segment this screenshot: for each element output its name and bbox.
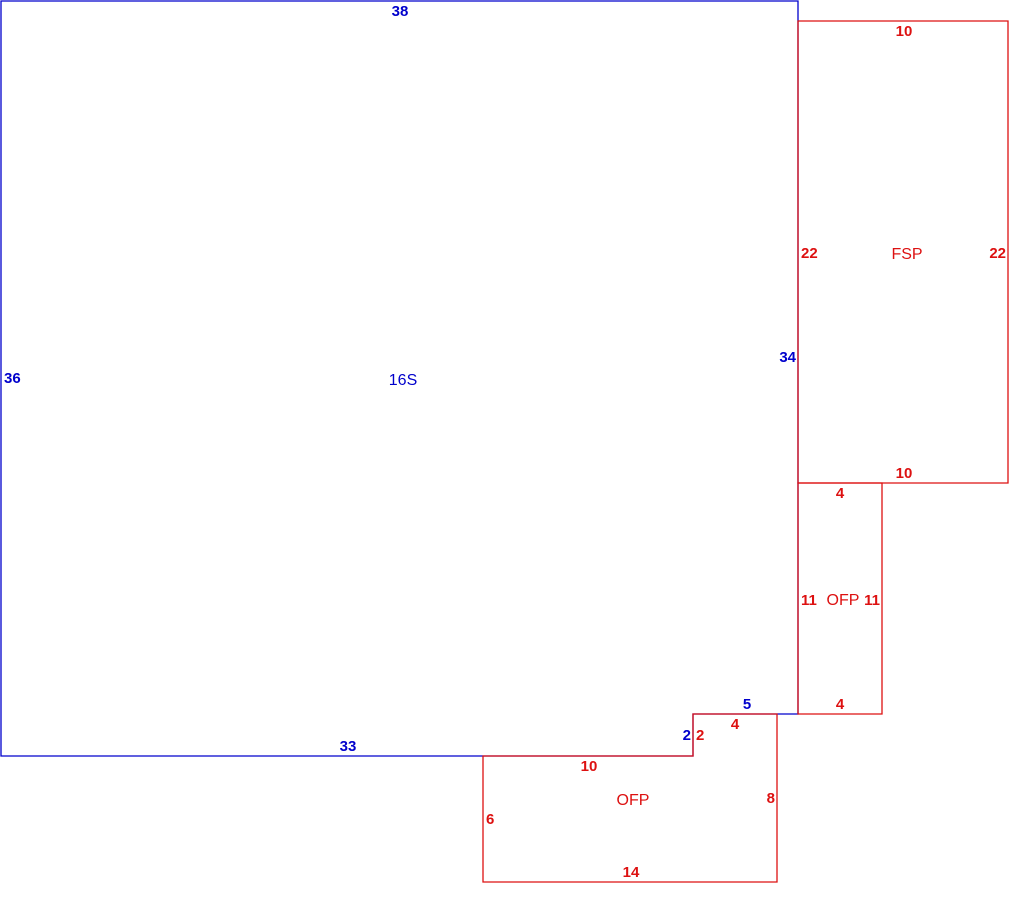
fsp-left-dimension: 22 [801,245,818,262]
ofp-lower-notch-vertical-dimension: 2 [696,727,704,744]
ofp-upper-area-outline [797,482,883,715]
ofp-upper-left-dimension: 11 [801,592,817,609]
ofp-lower-bottom-dimension: 14 [623,864,640,881]
ofp-lower-top-short-dimension: 4 [731,716,740,733]
fsp-bottom-dimension: 10 [896,465,913,482]
fsp-code-label: FSP [891,246,922,263]
fsp-top-dimension: 10 [896,23,913,40]
main-area-right-dimension: 34 [779,349,796,366]
ofp-lower-left-dimension: 6 [486,811,494,828]
main-area-notch-vertical-dimension: 2 [683,727,691,744]
ofp-lower-area-outline [482,713,778,883]
ofp-upper-top-dimension: 4 [836,485,845,502]
ofp-lower-code-label: OFP [617,792,650,809]
fsp-area-outline [797,20,1009,484]
ofp-upper-bottom-dimension: 4 [836,696,845,713]
ofp-lower-right-dimension: 8 [767,790,775,807]
main-area-code-label: 16S [389,372,417,389]
ofp-upper-code-label: OFP [827,592,860,609]
main-area-left-dimension: 36 [4,370,21,387]
ofp-lower-top-long-dimension: 10 [581,758,598,775]
ofp-upper-right-dimension: 11 [864,592,880,609]
main-area-notch-top-dimension: 5 [743,696,751,713]
main-area-top-dimension: 38 [392,3,409,20]
main-area-bottom-dimension: 33 [340,738,357,755]
fsp-right-dimension: 22 [989,245,1006,262]
